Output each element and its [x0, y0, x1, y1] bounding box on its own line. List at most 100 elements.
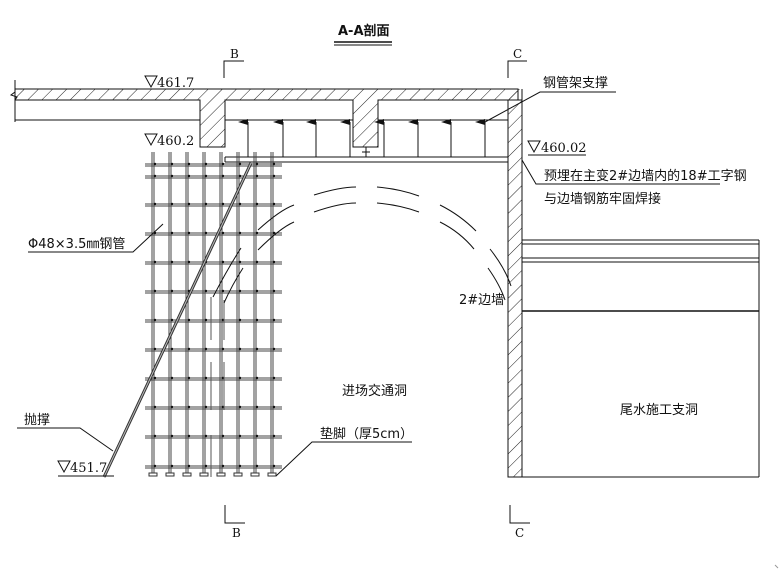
- scaffold-coupler: [255, 162, 259, 166]
- scaffold-coupler: [187, 434, 191, 438]
- callout-embedded-beam: 预埋在主变2#边墙内的18#工字钢: [544, 168, 747, 184]
- scaffold-coupler: [238, 347, 242, 351]
- scaffold-base-pad: [182, 472, 192, 477]
- scaffold-coupler: [238, 289, 242, 293]
- scaffold-coupler: [170, 174, 174, 178]
- elevation-triangle-icon: [144, 133, 158, 147]
- scaffold-coupler: [153, 202, 157, 206]
- scaffold-coupler: [221, 260, 225, 264]
- scaffold-coupler: [238, 202, 242, 206]
- elevation-triangle-icon: [144, 75, 158, 89]
- elevation-ground: 451.7: [57, 460, 114, 477]
- scaffold-coupler: [255, 260, 259, 264]
- scaffold-coupler: [153, 260, 157, 264]
- scaffold-coupler: [238, 231, 242, 235]
- scaffold-coupler: [204, 376, 208, 380]
- elevation-label: 460.2: [157, 134, 194, 149]
- concrete-slab: [9, 80, 519, 148]
- scaffold-coupler: [153, 347, 157, 351]
- scaffold-coupler: [238, 318, 242, 322]
- scaffold-coupler: [204, 405, 208, 409]
- scaffold-coupler: [204, 162, 208, 166]
- scaffold-coupler: [238, 376, 242, 380]
- break-line: [9, 80, 18, 122]
- scaffold-coupler: [255, 318, 259, 322]
- scaffold-coupler: [272, 162, 276, 166]
- callout-steel-pipe-support: 钢管架支撑: [543, 76, 608, 91]
- scaffold-coupler: [272, 289, 276, 293]
- scaffold-coupler: [187, 376, 191, 380]
- support-arrows: [238, 119, 486, 157]
- scaffold-base-pad: [199, 472, 209, 477]
- scaffold-coupler: [272, 318, 276, 322]
- scaffold-coupler: [221, 202, 225, 206]
- scaffold-coupler: [170, 464, 174, 468]
- scaffold-coupler: [272, 464, 276, 468]
- scaffold-coupler: [255, 202, 259, 206]
- scaffold-coupler: [204, 347, 208, 351]
- scaffold-coupler: [272, 260, 276, 264]
- scaffold-coupler: [153, 405, 157, 409]
- section-mark-b-top: B: [223, 47, 244, 78]
- scaffold-base-pad: [250, 472, 260, 477]
- scaffold-coupler: [170, 202, 174, 206]
- callout-steel-pipe-spec: Φ48×3.5㎜钢管: [28, 237, 125, 252]
- scaffold-coupler: [272, 231, 276, 235]
- scaffold-coupler: [170, 231, 174, 235]
- elevation-beam-bottom: 460.2: [144, 133, 194, 149]
- scaffold-coupler: [204, 289, 208, 293]
- section-mark-c-bottom: C: [509, 505, 530, 540]
- scaffold-coupler: [272, 434, 276, 438]
- elevation-label: 461.7: [157, 76, 194, 91]
- scaffold-coupler: [272, 376, 276, 380]
- scaffold-coupler: [153, 376, 157, 380]
- scaffold-coupler: [170, 376, 174, 380]
- scaffold-coupler: [170, 405, 174, 409]
- scaffold-base-pad: [148, 472, 158, 477]
- scaffold-coupler: [255, 376, 259, 380]
- scaffold-coupler: [255, 405, 259, 409]
- elevation-triangle-icon: [57, 460, 71, 474]
- scaffold-coupler: [221, 289, 225, 293]
- scaffold-coupler: [187, 162, 191, 166]
- scaffold-coupler: [255, 434, 259, 438]
- scaffold-coupler: [187, 174, 191, 178]
- scaffold-coupler: [204, 434, 208, 438]
- callout-embedded-beam-weld: 与边墙钢筋牢固焊接: [544, 191, 661, 207]
- section-mark-c-top: C: [507, 47, 527, 78]
- scaffold-coupler: [153, 162, 157, 166]
- scaffold-coupler: [238, 260, 242, 264]
- elevation-slab-top: 461.7: [144, 75, 194, 91]
- scaffold-coupler: [170, 260, 174, 264]
- embedded-i-beam: [224, 147, 508, 163]
- scaffold-coupler: [170, 434, 174, 438]
- scaffold-coupler: [153, 174, 157, 178]
- scaffold-coupler: [187, 405, 191, 409]
- scaffold-coupler: [170, 289, 174, 293]
- scaffold-coupler: [187, 231, 191, 235]
- scaffold-coupler: [187, 260, 191, 264]
- scaffold-coupler: [255, 289, 259, 293]
- section-mark-label: B: [230, 47, 239, 61]
- scaffold-coupler: [170, 347, 174, 351]
- scaffold-coupler: [255, 231, 259, 235]
- scaffold-coupler: [238, 464, 242, 468]
- scaffold-coupler: [153, 289, 157, 293]
- scaffold-coupler: [221, 231, 225, 235]
- scaffold-coupler: [187, 202, 191, 206]
- scaffold-coupler: [238, 174, 242, 178]
- elevation-support-level: 460.02: [527, 140, 587, 156]
- scaffold-coupler: [221, 174, 225, 178]
- scaffold-base-pad: [233, 472, 243, 477]
- elevation-label: 460.02: [541, 141, 587, 156]
- scaffold-coupler: [238, 162, 242, 166]
- scaffold-coupler: [221, 464, 225, 468]
- scaffold-coupler: [221, 347, 225, 351]
- scaffold-coupler: [272, 347, 276, 351]
- callout-base-pad: 垫脚（厚5cm）: [320, 426, 413, 442]
- elevation-label: 451.7: [70, 461, 107, 476]
- callout-side-wall: 2#边墙: [459, 293, 504, 308]
- scaffold-base-pad: [216, 472, 226, 477]
- leader-lines: [17, 91, 720, 477]
- scaffold-coupler: [153, 318, 157, 322]
